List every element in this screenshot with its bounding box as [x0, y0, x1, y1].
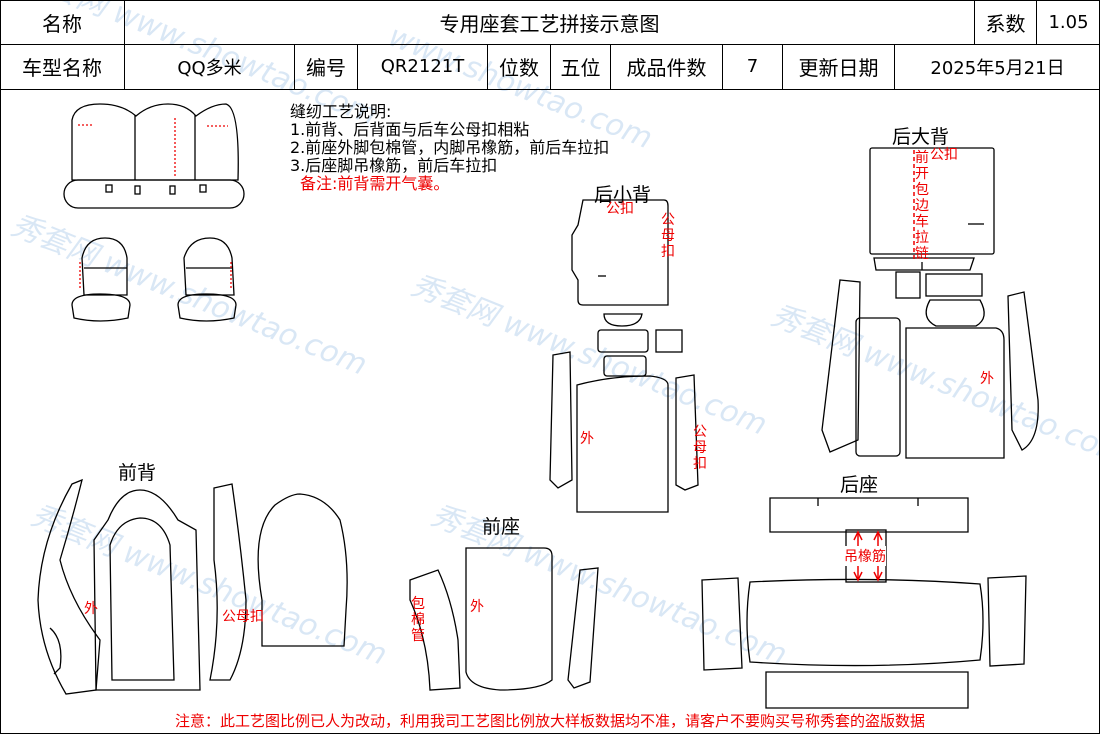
- annotation-wai: 外: [980, 371, 994, 387]
- coef-label: 系数: [975, 0, 1037, 44]
- pieces-value: 7: [723, 44, 783, 89]
- front-seat-thumbnail-left: [71, 237, 131, 322]
- code-value: QR2121T: [358, 44, 488, 89]
- annotation-gongkou: 公扣: [606, 201, 634, 217]
- page-title: 专用座套工艺拼接示意图: [125, 0, 975, 44]
- section-title-rear-seat: 后座: [840, 474, 879, 496]
- annotation-front-open-zipper: 前开包边车拉链: [915, 150, 929, 262]
- notes-item: 1.前背、后背面与后车公母扣相粘: [290, 120, 530, 139]
- annotation-gongmukou: 公母扣: [661, 212, 675, 260]
- model-label: 车型名称: [0, 44, 125, 89]
- notes-item: 2.前座外脚包棉管，内脚吊橡筋，前后车拉扣: [290, 138, 610, 157]
- notes-remark: 备注:前背需开气囊。: [300, 174, 450, 193]
- header-row-1: 名称 专用座套工艺拼接示意图 系数 1.05: [0, 0, 1100, 45]
- pieces-label: 成品件数: [611, 44, 723, 89]
- annotation-wai: 外: [470, 599, 484, 615]
- section-title-rear-small-back: 后小背: [594, 184, 652, 206]
- date-label: 更新日期: [783, 44, 895, 89]
- annotation-gongmukou: 公母扣: [222, 609, 264, 625]
- rear-seat-pieces: [701, 497, 1027, 709]
- notes-item: 3.后座脚吊橡筋，前后车拉扣: [290, 156, 498, 175]
- rear-big-back-pieces: [821, 147, 1039, 459]
- annotation-bao-mian-guan: 包棉管: [411, 596, 425, 644]
- header-row-2: 车型名称 QQ多米 编号 QR2121T 位数 五位 成品件数 7 更新日期 2…: [0, 44, 1100, 90]
- seats-label: 位数: [488, 44, 551, 89]
- section-title-front-seat: 前座: [482, 516, 521, 538]
- front-back-pieces: [37, 478, 348, 695]
- footer-notice: 注意：此工艺图比例已人为改动，利用我司工艺图比例放大样板数据均不准，请客户不要购…: [174, 712, 925, 730]
- annotation-wai: 外: [580, 431, 594, 447]
- date-value: 2025年5月21日: [930, 57, 1065, 79]
- notes-heading: 缝纫工艺说明:: [290, 102, 392, 121]
- rear-seat-thumbnail: [63, 103, 245, 209]
- section-title-rear-big-back: 后大背: [892, 126, 950, 148]
- red-marks: [853, 150, 915, 582]
- model-value: QQ多米: [125, 44, 295, 89]
- annotation-diao-xiang-jin: 吊橡筋: [844, 546, 886, 566]
- annotation-wai: 外: [84, 601, 98, 617]
- rear-small-back-pieces: [549, 199, 699, 513]
- name-label: 名称: [0, 0, 125, 44]
- seats-value: 五位: [551, 44, 611, 89]
- annotation-gongkou: 公扣: [930, 147, 958, 163]
- sewing-notes: 缝纫工艺说明: 1.前背、后背面与后车公母扣相粘 2.前座外脚包棉管，内脚吊橡筋…: [290, 103, 609, 193]
- section-title-front-back: 前背: [118, 462, 157, 484]
- front-seat-thumbnail-right: [177, 237, 237, 322]
- coef-value: 1.05: [1048, 11, 1089, 33]
- annotation-gongmukou: 公母扣: [693, 424, 707, 472]
- code-label: 编号: [295, 44, 358, 89]
- front-seat-pieces: [409, 547, 599, 691]
